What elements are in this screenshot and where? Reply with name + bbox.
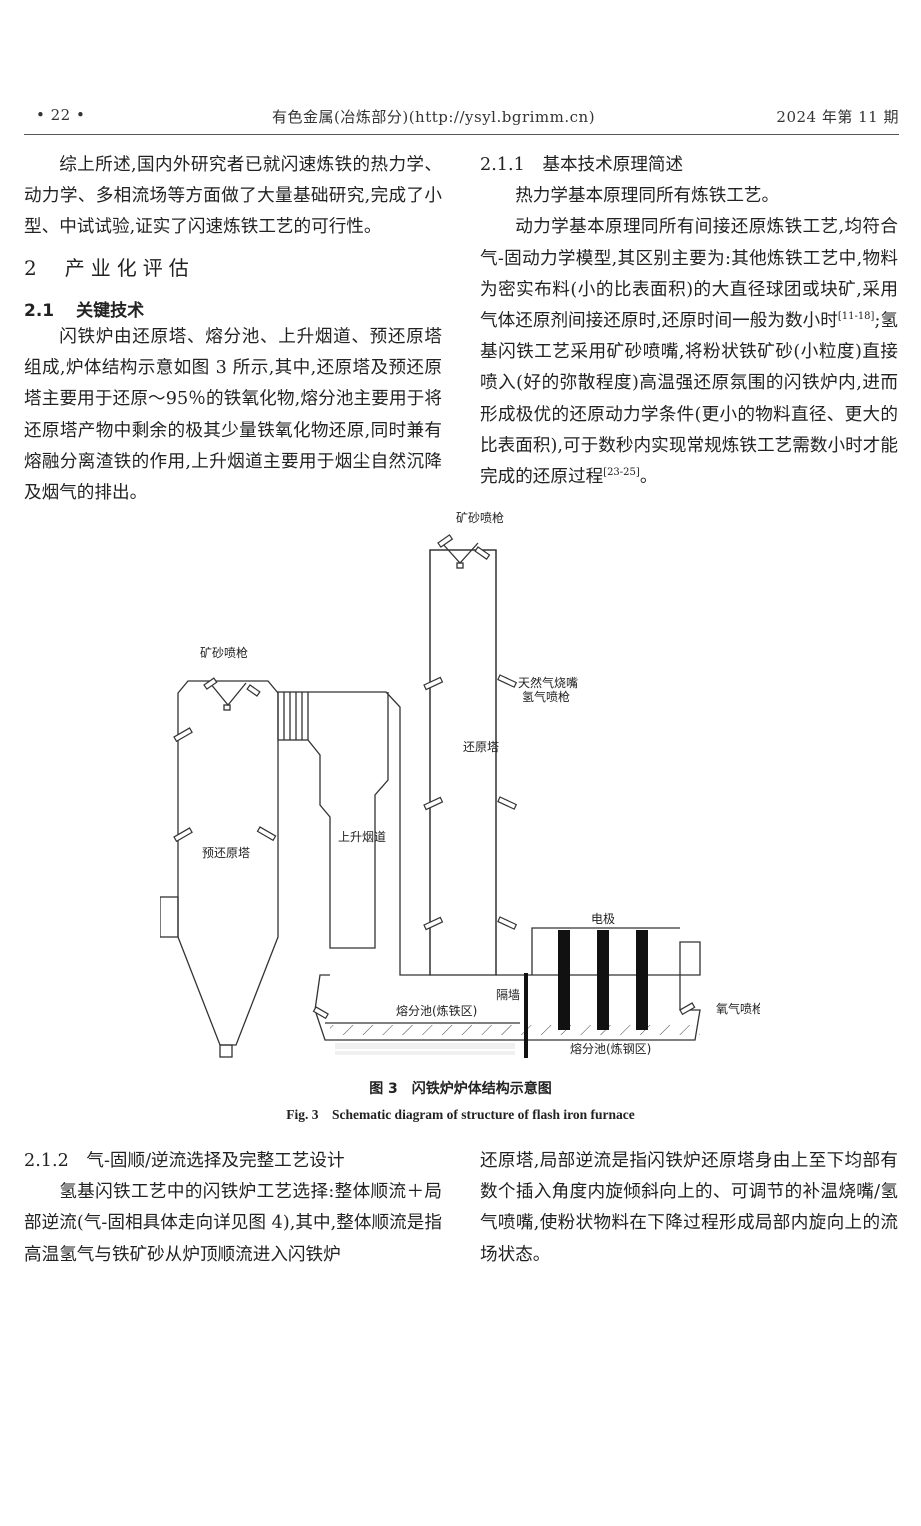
figure-caption-en: Fig. 3 Schematic diagram of structure of…	[286, 1107, 635, 1122]
citation[interactable]: [11-18]	[837, 311, 875, 323]
label-electrode: 电极	[591, 912, 615, 926]
subsection-heading-212: 2.1.2 气-固顺/逆流选择及完整工艺设计	[24, 1151, 345, 1171]
electrode	[636, 930, 648, 1030]
subsection-number: 2.1	[24, 301, 55, 321]
label-pre-reduction-tower: 预还原塔	[202, 846, 250, 860]
header-rule	[24, 134, 899, 135]
paragraph: 热力学基本原理同所有炼铁工艺。	[515, 186, 780, 207]
partition-wall	[524, 973, 528, 1058]
melt-hatch	[330, 1025, 700, 1035]
electrode	[597, 930, 609, 1030]
page-number: • 22 •	[36, 106, 86, 124]
section-title: 产业化评估	[64, 256, 195, 280]
label-melt-pool-iron: 熔分池(炼铁区)	[396, 1003, 477, 1018]
label-gas-burner: 天然气烧嘴	[518, 675, 578, 690]
riser-flue	[307, 549, 497, 976]
left-column: 综上所述,国内外研究者已就闪速炼铁的热力学、动力学、多相流场等方面做了大量基础研…	[24, 150, 442, 244]
furnace-diagram: 矿砂喷枪 矿砂喷枪 天然气烧嘴 氢气喷枪 还原塔 上升烟道 预还原塔 电极 隔墙…	[160, 510, 760, 1058]
label-melt-pool-steel: 熔分池(炼钢区)	[570, 1041, 651, 1056]
figure-caption-cn: 图 3 闪铁炉炉体结构示意图	[369, 1081, 552, 1097]
section-heading: 2 产业化评估	[24, 252, 195, 281]
paragraph: 闪铁炉由还原塔、熔分池、上升烟道、预还原塔组成,炉体结构示意如图 3 所示,其中…	[24, 327, 442, 504]
journal-title: 有色金属(冶炼部分)(http://ysyl.bgrimm.cn)	[272, 108, 596, 126]
right-column: 2.1.1 基本技术原理简述 热力学基本原理同所有炼铁工艺。 动力学基本原理同所…	[480, 150, 898, 493]
label-reduction-tower: 还原塔	[463, 740, 499, 754]
paragraph: 动力学基本原理同所有间接还原炼铁工艺,均符合气-固动力学模型,其区别主要为:其他…	[480, 217, 898, 488]
ore-gun-left-cone	[209, 682, 247, 707]
label-ore-gun-left: 矿砂喷枪	[200, 645, 248, 660]
label-partition: 隔墙	[496, 988, 520, 1002]
issue-label: 2024 年第 11 期	[776, 108, 899, 126]
label-riser-flue: 上升烟道	[338, 830, 386, 844]
electrode	[558, 930, 570, 1030]
citation[interactable]: [23-25]	[603, 467, 640, 479]
paragraph: 综上所述,国内外研究者已就闪速炼铁的热力学、动力学、多相流场等方面做了大量基础研…	[24, 155, 442, 238]
label-oxygen-gun: 氧气喷枪	[716, 1001, 760, 1016]
pre-reduction-tower	[177, 680, 279, 1046]
subsection-heading: 2.1 关键技术	[24, 296, 144, 321]
subsection-title: 关键技术	[76, 301, 145, 321]
section-number: 2	[24, 256, 43, 280]
paragraph: 氢基闪铁工艺中的闪铁炉工艺选择:整体顺流＋局部逆流(气-固相具体走向详见图 4)…	[24, 1182, 442, 1265]
tower-outlet	[219, 1044, 233, 1058]
label-h2-gun: 氢气喷枪	[522, 689, 570, 704]
reduction-tower	[429, 549, 497, 976]
label-ore-gun-top: 矿砂喷枪	[456, 510, 504, 525]
bottom-right-column: 还原塔,局部逆流是指闪铁炉还原塔身由上至下均部有数个插入角度内旋倾斜向上的、可调…	[480, 1146, 898, 1271]
ore-gun-top-cone	[441, 542, 479, 564]
subsection-heading-211: 2.1.1 基本技术原理简述	[480, 155, 684, 175]
paragraph: 还原塔,局部逆流是指闪铁炉还原塔身由上至下均部有数个插入角度内旋倾斜向上的、可调…	[480, 1151, 898, 1265]
left-column-body: 闪铁炉由还原塔、熔分池、上升烟道、预还原塔组成,炉体结构示意如图 3 所示,其中…	[24, 322, 442, 509]
side-box	[160, 896, 179, 938]
bottom-left-column: 2.1.2 气-固顺/逆流选择及完整工艺设计 氢基闪铁工艺中的闪铁炉工艺选择:整…	[24, 1146, 442, 1271]
